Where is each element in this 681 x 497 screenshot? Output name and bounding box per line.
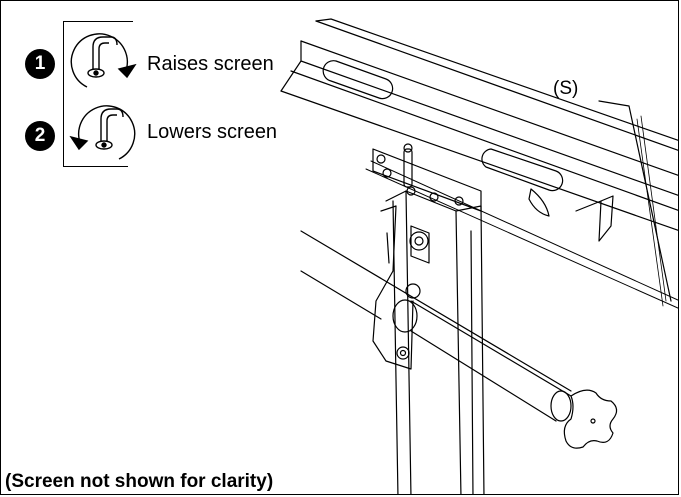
step-2-badge: 2	[25, 121, 55, 151]
callout-s-label: (S)	[553, 78, 579, 99]
legend-box	[63, 21, 133, 167]
step-1-badge: 1	[25, 49, 55, 79]
mounting-plate	[372, 143, 482, 212]
crossbar-with-knob	[300, 230, 618, 449]
step-2-label: Lowers screen	[147, 121, 278, 143]
bracket-rail	[280, 18, 678, 242]
knob-turn-counterclockwise-icon	[69, 105, 136, 160]
legend-divider	[63, 166, 128, 167]
step-1-label: Raises screen	[147, 53, 274, 75]
knob-turn-clockwise-icon	[70, 33, 137, 88]
vertical-post	[372, 190, 485, 494]
figure-caption: (Screen not shown for clarity)	[5, 471, 274, 492]
callout-leader-line	[598, 100, 672, 302]
